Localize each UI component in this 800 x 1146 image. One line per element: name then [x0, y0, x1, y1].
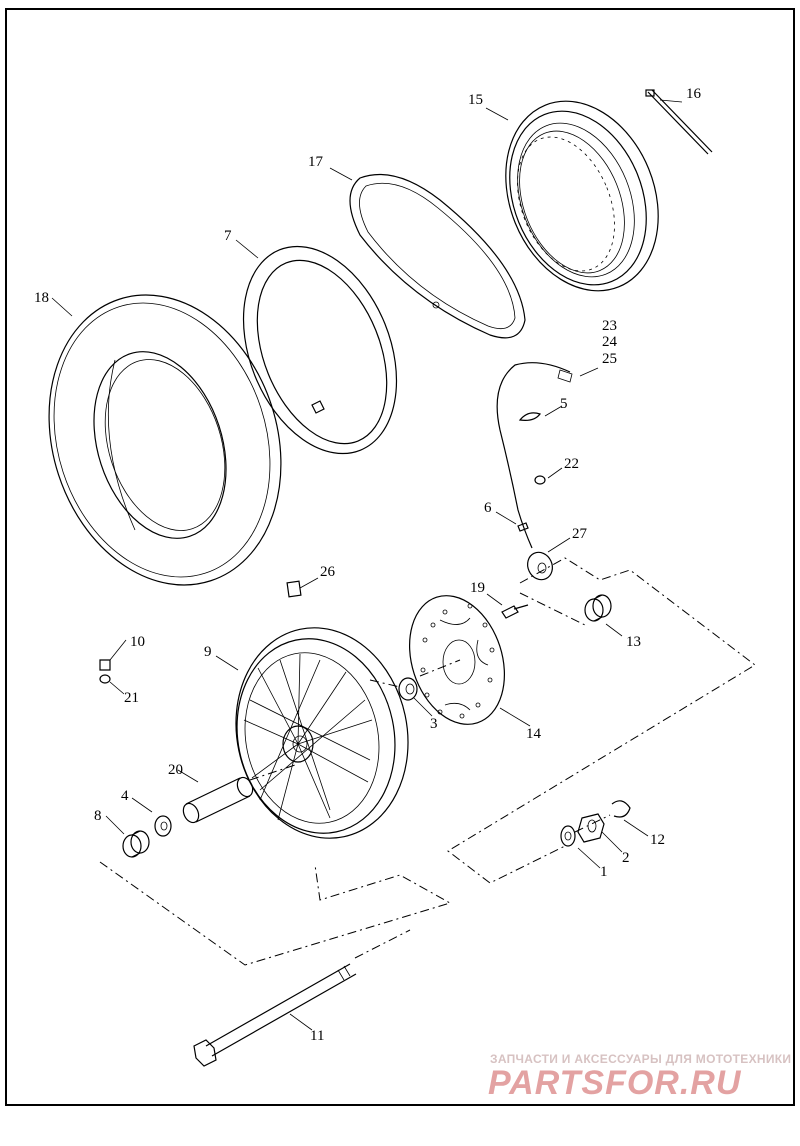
callout-18: 18	[34, 290, 49, 306]
callout-7: 7	[224, 228, 232, 244]
diagram-frame	[5, 8, 795, 1106]
inner-tube	[242, 245, 398, 455]
bearing-left	[154, 815, 172, 837]
axle	[193, 963, 357, 1067]
valve-cap	[99, 659, 111, 684]
leader-lines	[51, 99, 683, 1031]
callout-16: 16	[686, 86, 702, 102]
rotor-bolt	[501, 604, 529, 619]
callout-6: 6	[484, 500, 492, 516]
axle-sleeve	[182, 776, 254, 824]
callout-20: 20	[168, 762, 183, 778]
callout-21: 21	[124, 690, 139, 706]
callout-14: 14	[526, 726, 542, 742]
callout-25: 25	[602, 351, 617, 367]
callout-15: 15	[468, 92, 483, 108]
callout-1: 1	[600, 864, 608, 880]
retaining-clip	[611, 800, 631, 818]
callout-3: 3	[430, 716, 438, 732]
assembly-lines	[99, 557, 756, 966]
label-plate	[286, 580, 302, 598]
axle-nut	[577, 813, 605, 843]
callout-8: 8	[94, 808, 102, 824]
callout-23: 23	[602, 318, 617, 334]
wheel-speed-sensor	[496, 362, 573, 581]
callout-4: 4	[121, 788, 129, 804]
wheel-rim	[505, 100, 659, 292]
callout-12: 12	[650, 832, 665, 848]
callout-10: 10	[130, 634, 145, 650]
spoke	[645, 89, 713, 155]
spacer-left	[122, 830, 150, 858]
spacer	[584, 594, 612, 622]
rim-strip	[349, 173, 526, 339]
bearing	[398, 677, 418, 701]
callout-2: 2	[622, 850, 630, 866]
watermark-tagline: ЗАПЧАСТИ И АКСЕССУАРЫ ДЛЯ МОТОТЕХНИКИ	[490, 1052, 792, 1066]
callout-26: 26	[320, 564, 336, 580]
callout-19: 19	[470, 580, 485, 596]
callout-24: 24	[602, 334, 618, 350]
spoked-wheel	[235, 627, 409, 839]
callout-11: 11	[310, 1028, 324, 1044]
brake-rotor	[408, 595, 506, 725]
callout-22: 22	[564, 456, 579, 472]
callout-13: 13	[626, 634, 641, 650]
callout-5: 5	[560, 396, 568, 412]
callout-17: 17	[308, 154, 324, 170]
axle-washer	[560, 825, 576, 847]
watermark-logo: PARTSFOR.RU	[488, 1064, 742, 1102]
callout-9: 9	[204, 644, 212, 660]
callout-27: 27	[572, 526, 588, 542]
tire	[48, 294, 282, 586]
